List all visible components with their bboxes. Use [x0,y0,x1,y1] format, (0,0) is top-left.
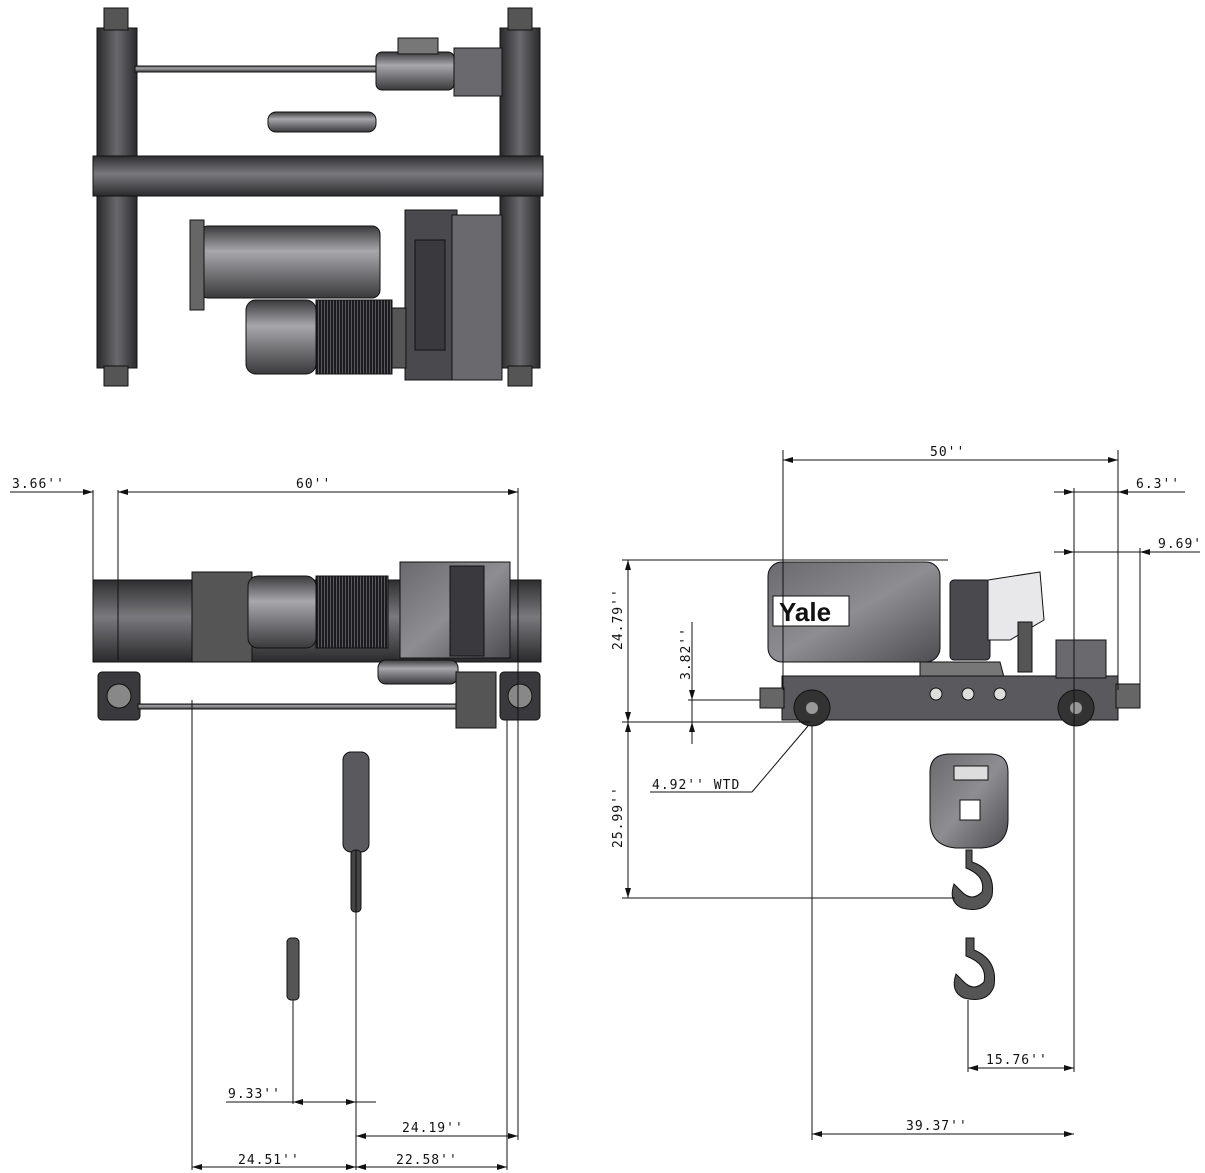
hoist-body [767,561,941,663]
pendant [286,937,300,1001]
dim-wheel-span: 39.37'' [906,1119,968,1134]
hook-upper [951,849,994,910]
arrow-heads [83,457,1150,1170]
logo-plate [772,595,850,627]
cross-shaft [134,65,381,73]
rope-drum [199,225,381,299]
yale-logo: Yale [779,597,831,627]
dim-height-upper: 24.79'' [611,588,626,650]
side-view: Yale [759,561,1141,1000]
travel-motor [375,51,455,91]
dim-left-offset: 3.66'' [12,477,65,492]
dimension-labels: 3.66'' 60'' 50'' 6.3'' 9.69' 24.79'' 3.8… [12,445,1202,1168]
dim-wheel-dia: 4.92'' WTD [652,778,740,793]
dimension-lines [10,450,1200,1170]
dim-center-to-edge: 22.58'' [396,1153,458,1168]
hook-block-front [342,751,370,853]
dim-right-offset-a: 6.3'' [1136,477,1180,492]
dim-height-lower: 25.99'' [611,786,626,848]
dim-side-span: 50'' [930,445,965,460]
dim-overall-width: 60'' [296,477,331,492]
main-beam [92,155,544,197]
front-motor [247,575,317,649]
dim-right-offset-b: 9.69' [1158,537,1202,552]
dim-hook-to-wheel: 15.76'' [986,1053,1048,1068]
hoist-motor [245,299,317,375]
left-rail [96,27,138,369]
front-view [92,561,542,1001]
dim-left-to-center: 24.51'' [238,1153,300,1168]
top-view [92,7,544,387]
dim-center-right: 24.19'' [402,1121,464,1136]
right-rail [499,27,541,369]
dim-small-height: 3.82'' [679,627,694,680]
limit-switch [267,111,377,133]
dim-hook-offset: 9.33'' [228,1087,281,1102]
hook-lower [953,937,996,1000]
